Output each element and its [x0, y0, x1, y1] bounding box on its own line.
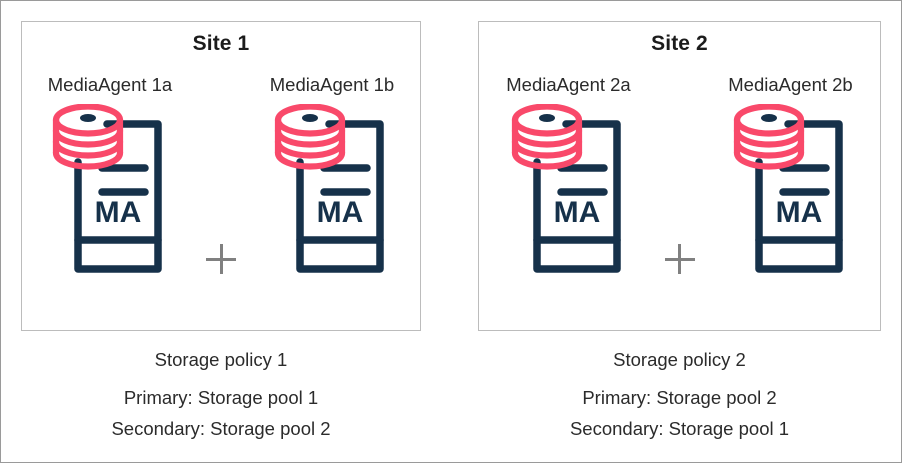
- agent-1b: MediaAgent 1b MA: [248, 74, 416, 289]
- disk-stack-icon: [274, 103, 346, 170]
- media-agent-server-icon: MA: [50, 103, 170, 289]
- server-badge-label: MA: [95, 196, 142, 229]
- agent-label-2a: MediaAgent 2a: [506, 74, 631, 95]
- media-agent-server-icon: MA: [731, 103, 851, 289]
- plus-separator-icon: [653, 74, 707, 326]
- storage-policy-label-1: Storage policy 1: [154, 349, 288, 370]
- disk-center-dot: [302, 114, 318, 122]
- agent-label-1a: MediaAgent 1a: [47, 74, 173, 95]
- agent-1a: MediaAgent 1a MA: [26, 74, 194, 289]
- storage-policy-label-2: Storage policy 2: [613, 349, 746, 370]
- server-badge-label: MA: [317, 196, 364, 229]
- site-captions-2: Storage policy 2 Primary: Storage pool 2…: [478, 349, 881, 449]
- disk-center-dot: [538, 114, 555, 122]
- agent-label-2b: MediaAgent 2b: [728, 74, 853, 95]
- media-agent-server-icon: MA: [272, 103, 392, 289]
- agent-label-1b: MediaAgent 1b: [269, 74, 395, 95]
- disk-stack-icon: [733, 103, 804, 170]
- plus-separator-icon: [194, 74, 248, 326]
- site-column-1: Site 1 MediaAgent 1a MA: [21, 1, 421, 462]
- disk-stack-icon: [511, 103, 582, 170]
- agents-row-1: MediaAgent 1a MA: [22, 74, 420, 326]
- agent-2b: MediaAgent 2b MA: [707, 74, 875, 289]
- primary-pool-label-2: Primary: Storage pool 2: [582, 387, 777, 408]
- agents-row-2: MediaAgent 2a MA: [479, 74, 880, 326]
- site-column-2: Site 2 MediaAgent 2a MA: [478, 1, 881, 462]
- disk-center-dot: [80, 114, 96, 122]
- site-title-1: Site 1: [192, 32, 250, 55]
- site-box-2: Site 2 MediaAgent 2a MA: [478, 21, 881, 331]
- agent-2a: MediaAgent 2a MA: [485, 74, 653, 289]
- site-title-2: Site 2: [651, 32, 708, 55]
- site-box-1: Site 1 MediaAgent 1a MA: [21, 21, 421, 331]
- server-badge-label: MA: [775, 196, 822, 229]
- disk-stack-icon: [52, 103, 124, 170]
- media-agent-server-icon: MA: [509, 103, 629, 289]
- secondary-pool-label-2: Secondary: Storage pool 1: [569, 418, 790, 439]
- primary-pool-label-1: Primary: Storage pool 1: [123, 387, 319, 408]
- server-badge-label: MA: [553, 196, 600, 229]
- disk-center-dot: [760, 114, 777, 122]
- secondary-pool-label-1: Secondary: Storage pool 2: [111, 418, 331, 439]
- site-captions-1: Storage policy 1 Primary: Storage pool 1…: [21, 349, 421, 449]
